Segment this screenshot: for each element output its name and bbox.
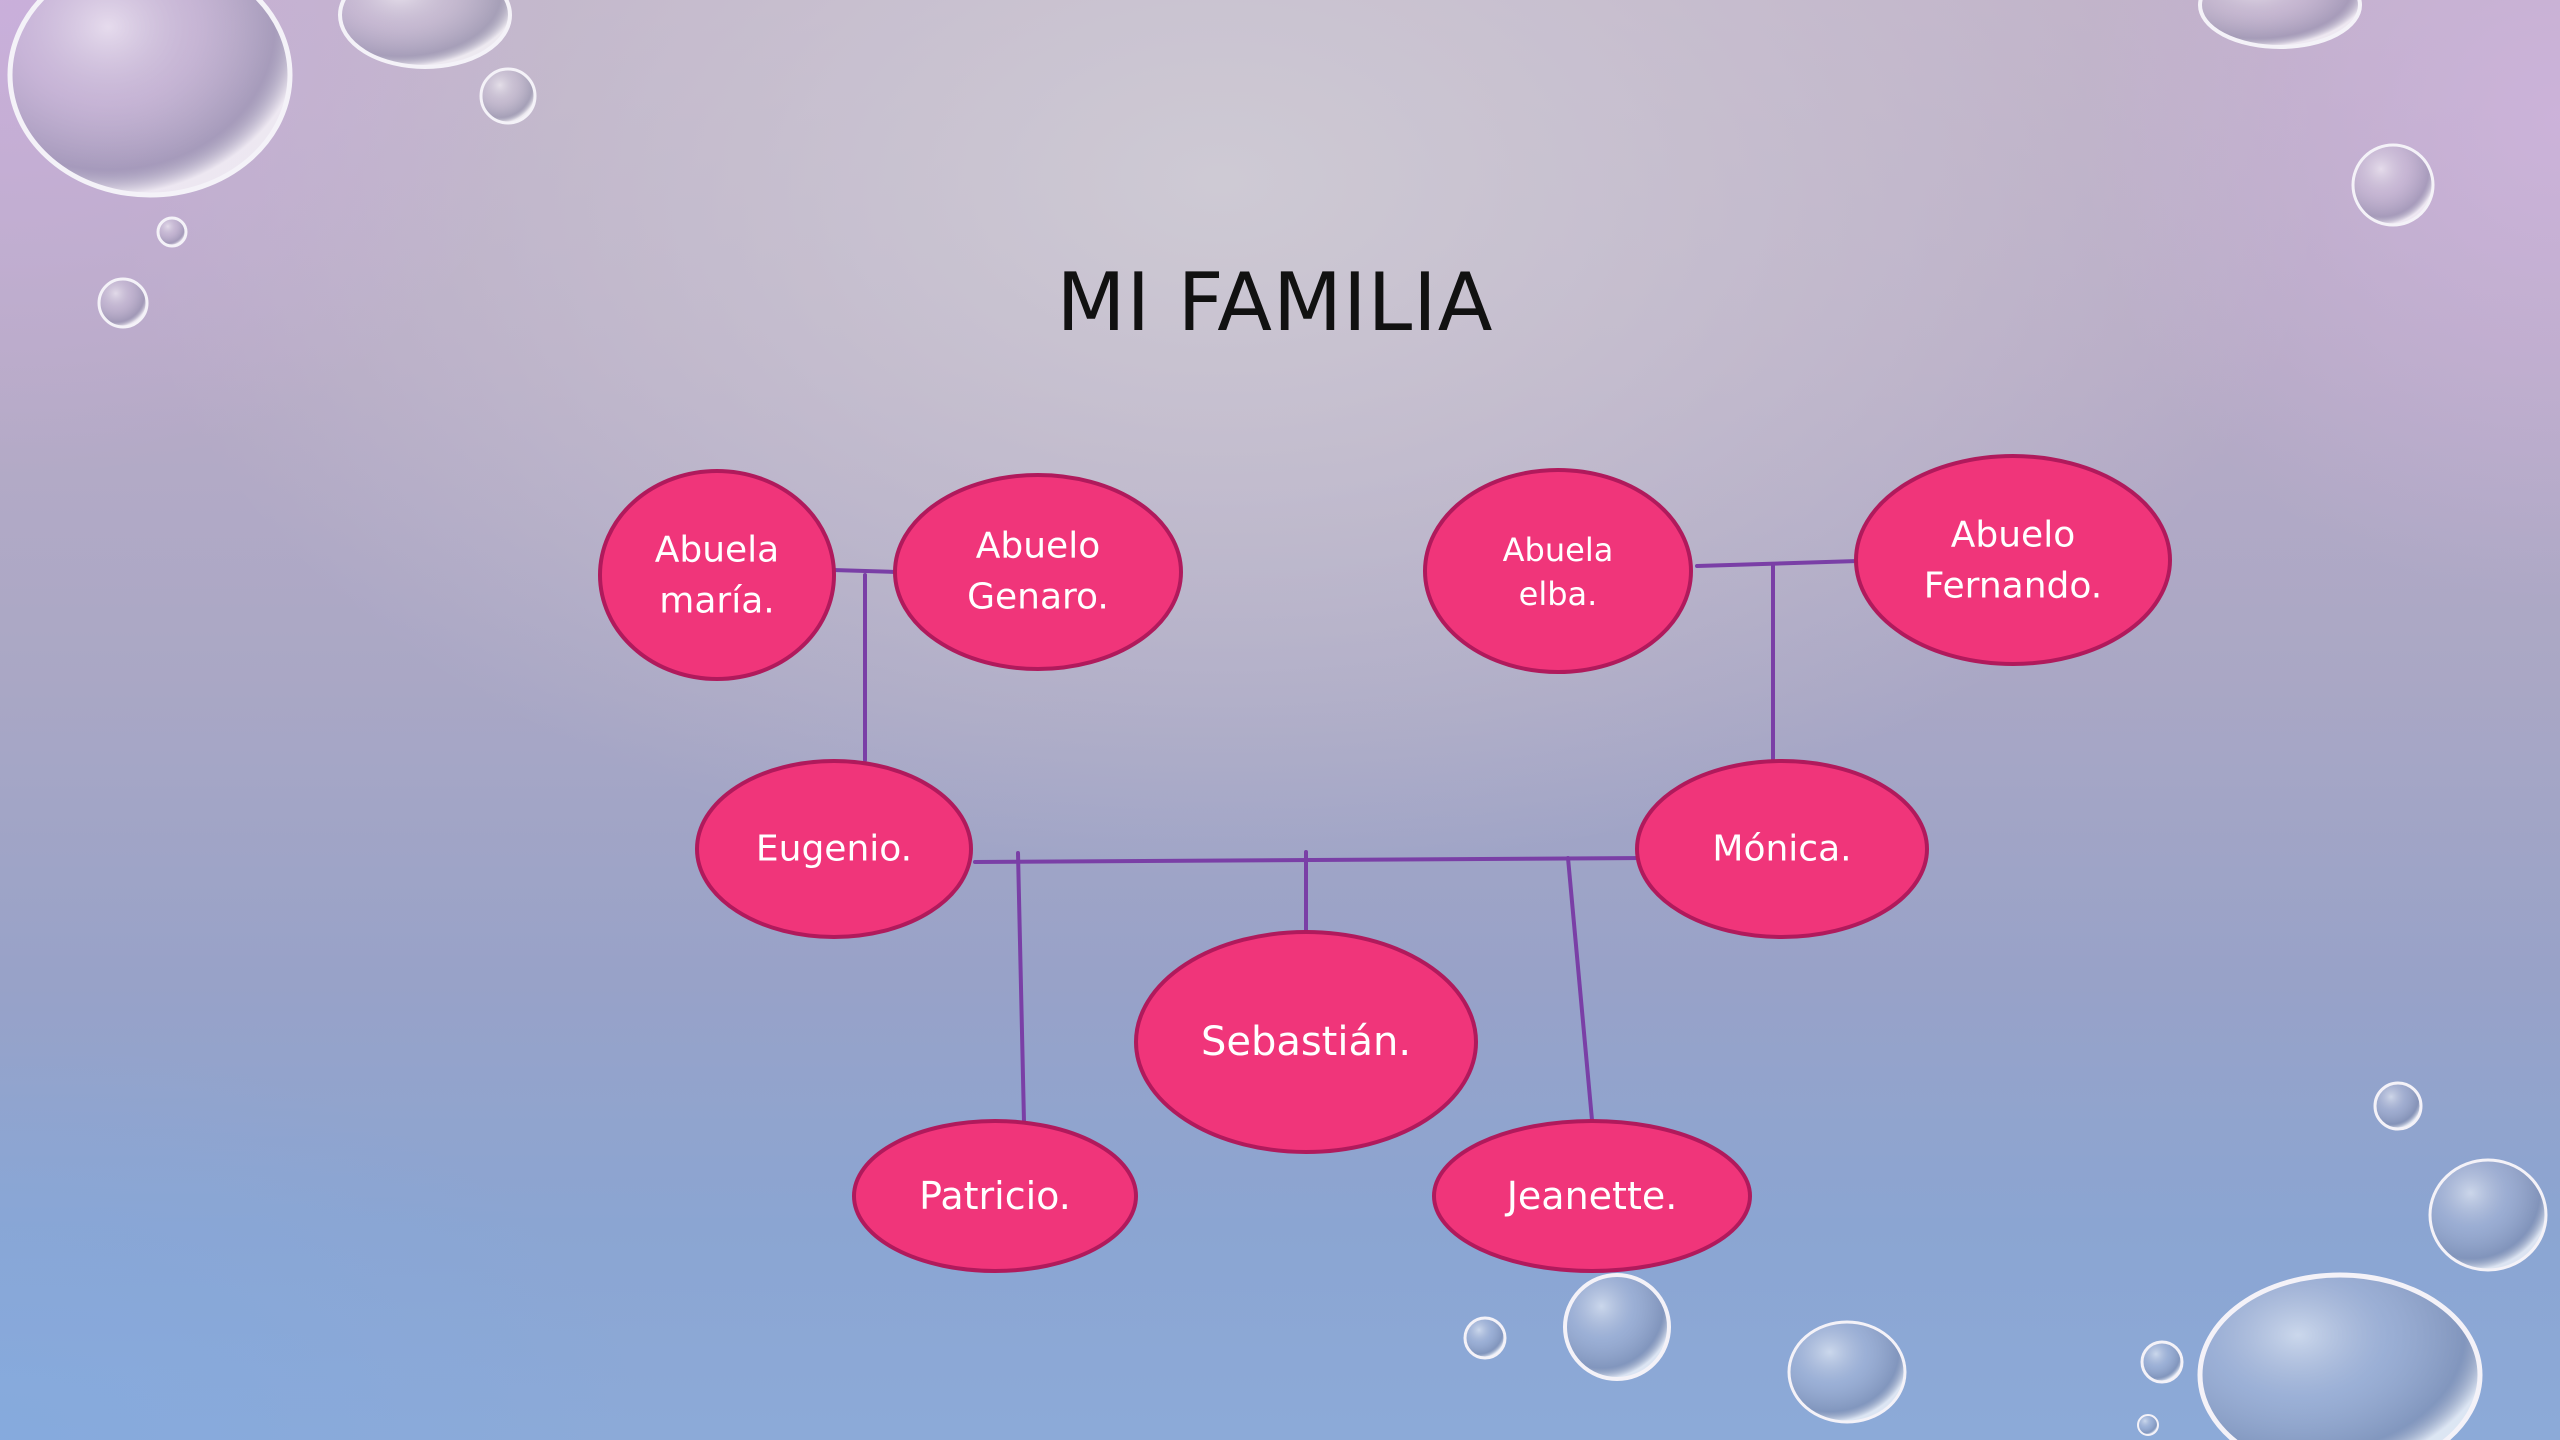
node-label-line: Sebastián. [1201, 1019, 1411, 1065]
node-label-line: Eugenio. [756, 829, 912, 870]
node-patricio: Patricio. [852, 1119, 1138, 1273]
couple-line-maria-genaro [831, 568, 898, 574]
child-line-jeanette [1566, 856, 1594, 1122]
node-shape [1134, 930, 1478, 1154]
droplet-icon [2137, 1414, 2159, 1436]
node-label-line: Jeanette. [1505, 1174, 1678, 1218]
couple-line-eugenio-monica [973, 856, 1649, 864]
droplet-icon [97, 277, 149, 329]
node-label-line: Patricio. [919, 1174, 1071, 1218]
droplet-icon [338, 0, 512, 69]
node-abuela-elba: Abuela elba. [1423, 468, 1693, 674]
droplet-icon [2198, 0, 2362, 49]
child-line-patricio [1016, 851, 1026, 1124]
couple-line-elba-fernando [1695, 559, 1860, 568]
node-shape [695, 759, 973, 939]
node-shape [852, 1119, 1138, 1273]
page-title: MI FAMILIA [1057, 256, 1494, 349]
node-abuela-maria: Abuela maría. [598, 469, 836, 681]
family-members: Abuela maría. Abuelo Genaro. Abuela elba… [598, 454, 2172, 1273]
water-droplets-decoration [7, 0, 2548, 1440]
node-shape [1432, 1119, 1752, 1273]
node-shape [1854, 454, 2172, 666]
node-sebastian: Sebastián. [1134, 930, 1478, 1154]
node-label-line: Mónica. [1712, 829, 1851, 870]
droplet-icon [156, 216, 188, 248]
droplet-icon [1563, 1273, 1671, 1381]
node-shape [1635, 759, 1929, 939]
droplet-icon [2197, 1272, 2483, 1440]
node-jeanette: Jeanette. [1432, 1119, 1752, 1273]
droplet-icon [2428, 1158, 2548, 1272]
family-connectors [831, 559, 1860, 1124]
droplet-icon [2373, 1081, 2423, 1131]
node-label-line: elba. [1519, 575, 1598, 613]
droplet-icon [1463, 1316, 1507, 1360]
node-monica: Mónica. [1635, 759, 1929, 939]
node-shape [1423, 468, 1693, 674]
node-label-line: Fernando. [1924, 566, 2102, 607]
node-label-line: maría. [659, 581, 774, 622]
droplet-icon [479, 67, 537, 125]
node-abuelo-genaro: Abuelo Genaro. [893, 473, 1183, 671]
node-abuelo-fernando: Abuelo Fernando. [1854, 454, 2172, 666]
node-shape [598, 469, 836, 681]
droplet-icon [7, 0, 293, 198]
node-label-line: Abuelo [1951, 515, 2075, 556]
node-label-line: Abuela [655, 530, 780, 571]
node-shape [893, 473, 1183, 671]
droplet-icon [1787, 1320, 1907, 1424]
droplet-icon [2140, 1340, 2184, 1384]
droplet-icon [2351, 143, 2435, 227]
node-label-line: Abuelo [976, 526, 1100, 567]
node-label-line: Abuela [1503, 531, 1614, 569]
node-label-line: Genaro. [967, 577, 1109, 618]
node-eugenio: Eugenio. [695, 759, 973, 939]
